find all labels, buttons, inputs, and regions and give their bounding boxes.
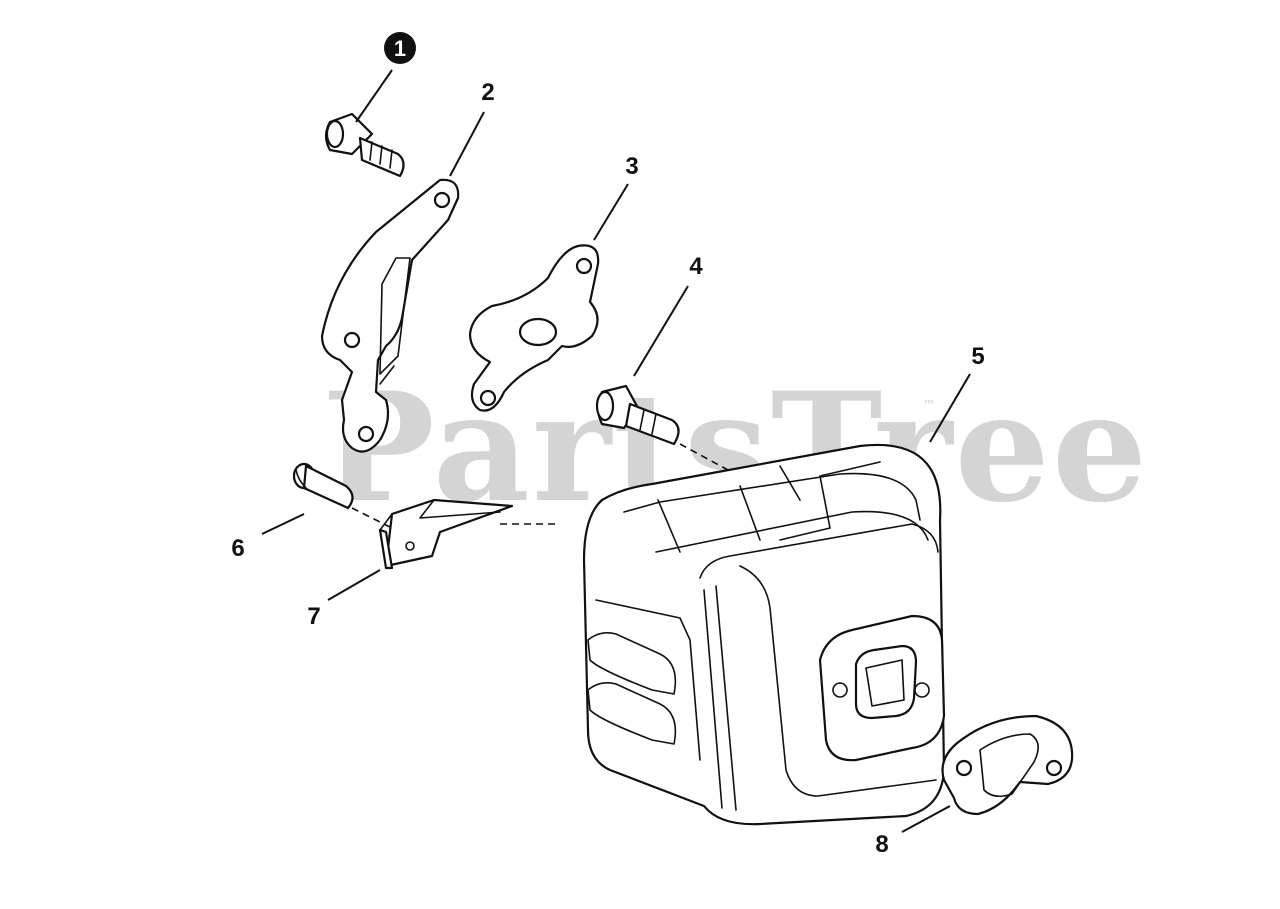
callout-1[interactable]: 1 (384, 32, 416, 64)
leader-3 (593, 183, 629, 241)
callout-6[interactable]: 6 (231, 535, 244, 562)
part-5-muffler[interactable] (582, 443, 946, 826)
watermark-trademark: ™ (922, 398, 936, 414)
callout-5[interactable]: 5 (971, 343, 984, 370)
part-2-bracket[interactable] (320, 178, 460, 453)
leader-4 (633, 285, 689, 377)
leader-lines (261, 69, 971, 833)
callout-7[interactable]: 7 (307, 603, 320, 630)
callout-1-badge (384, 32, 416, 64)
part-8-gasket[interactable] (941, 714, 1074, 816)
leader-2 (449, 111, 485, 177)
part-4-bolt[interactable] (595, 384, 680, 446)
part-6-pin[interactable] (292, 462, 354, 510)
leader-6 (261, 513, 305, 535)
callout-1-label: 1 (394, 36, 406, 61)
callout-4[interactable]: 4 (689, 253, 703, 280)
leader-1 (355, 69, 393, 123)
part-7-clip[interactable] (378, 498, 514, 570)
callout-2[interactable]: 2 (481, 79, 494, 106)
callout-8[interactable]: 8 (875, 831, 888, 858)
leader-5 (929, 373, 971, 443)
leader-7 (327, 569, 381, 601)
leader-8 (901, 805, 951, 833)
callout-3[interactable]: 3 (625, 153, 638, 180)
part-3-gasket-plate[interactable] (468, 244, 600, 412)
part-1-bolt[interactable] (324, 112, 405, 178)
